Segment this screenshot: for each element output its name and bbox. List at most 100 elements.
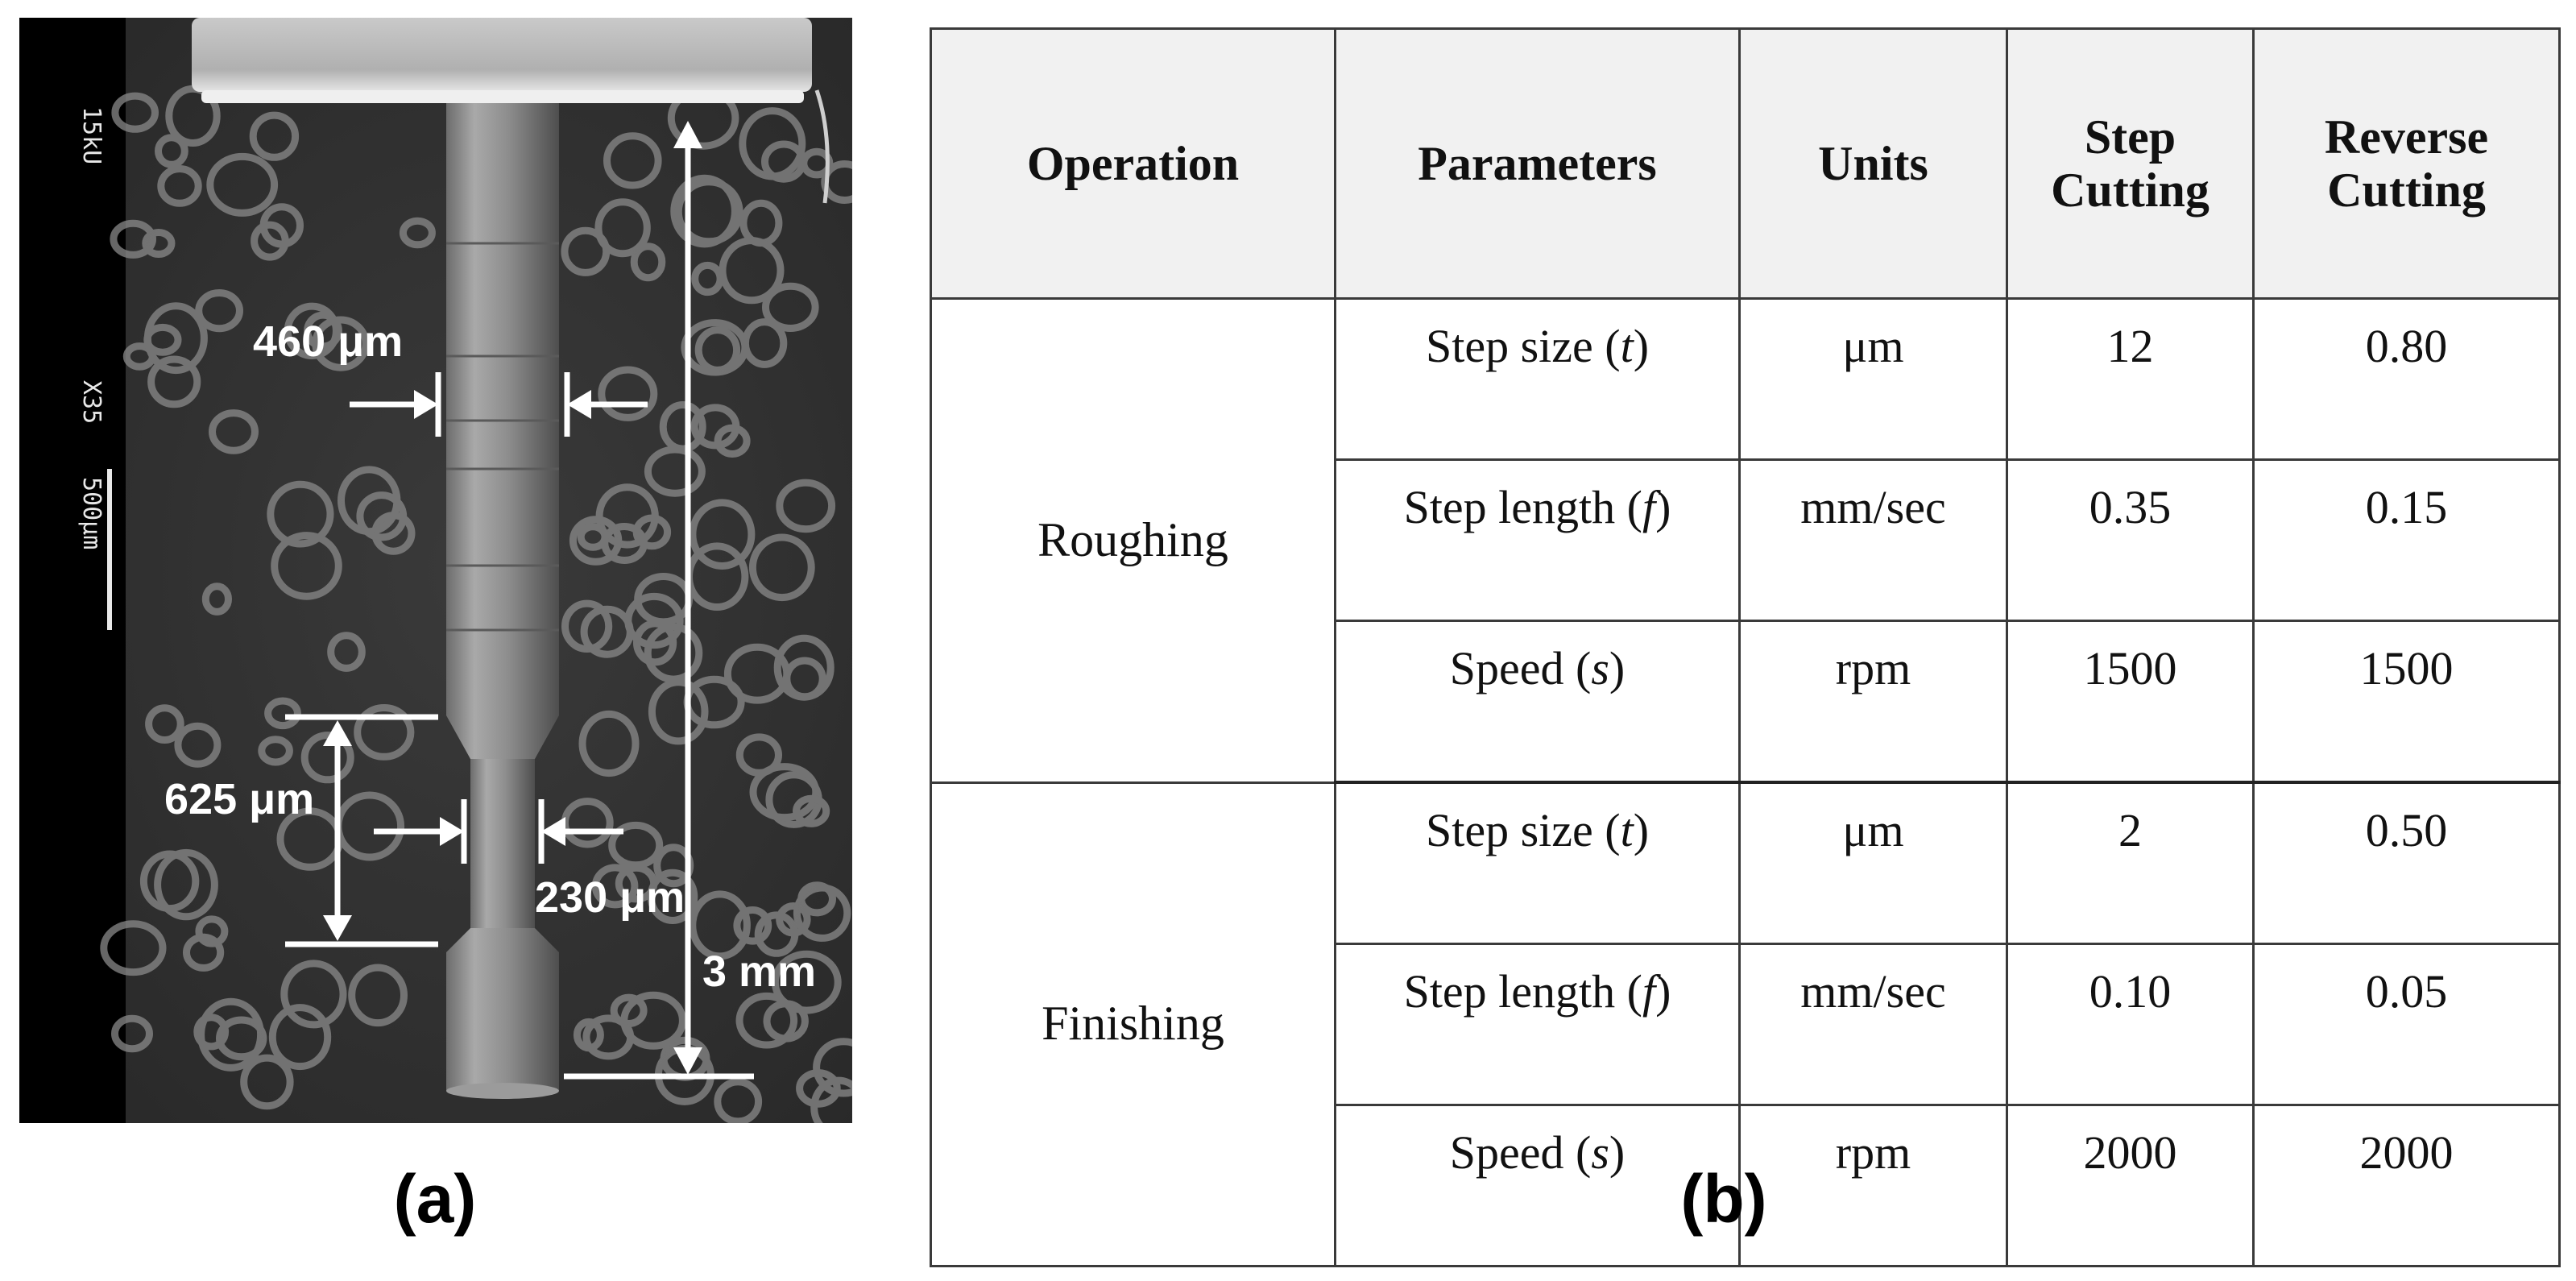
param-cell: Step size (t): [1334, 781, 1741, 945]
texture-ring: [577, 523, 609, 551]
texture-ring: [733, 906, 772, 945]
unit-cell: μm: [1738, 297, 2008, 461]
texture-ring: [821, 160, 852, 204]
texture-ring: [264, 697, 301, 730]
texture-ring: [620, 991, 686, 1050]
texture-ring: [603, 132, 662, 189]
microtool-shaft: [446, 103, 559, 715]
texture-ring: [249, 111, 300, 161]
texture-ring: [195, 915, 229, 947]
reverse-cutting-cell: 0.05: [2252, 943, 2561, 1106]
texture-ring: [193, 1014, 230, 1051]
unit-cell: mm/sec: [1738, 943, 2008, 1106]
texture-ring: [561, 599, 613, 653]
texture-ring: [206, 152, 279, 217]
texture-ring: [348, 964, 408, 1027]
texture-ring: [327, 632, 366, 672]
texture-ring: [714, 424, 751, 458]
texture-ring: [735, 733, 783, 777]
texture-ring: [100, 920, 167, 976]
texture-ring: [209, 409, 259, 454]
operation-finishing: Finishing: [930, 781, 1336, 1267]
param-cell: Step size (t): [1334, 297, 1741, 461]
texture-ring: [111, 92, 159, 133]
texture-ring: [624, 592, 684, 649]
texture-ring: [143, 323, 182, 356]
texture-ring: [771, 950, 842, 1014]
unit-cell: rpm: [1738, 620, 2008, 784]
texture-ring: [280, 960, 347, 1029]
step-cutting-cell: 1500: [2006, 620, 2255, 784]
surface-texture: [100, 85, 852, 1123]
microtool-neck: [470, 759, 535, 928]
caption-a: (a): [393, 1161, 477, 1237]
sem-scale-label: 500μm: [77, 477, 106, 549]
texture-ring: [610, 993, 648, 1028]
texture-ring: [142, 229, 176, 258]
texture-ring: [598, 366, 658, 421]
table-row: Step length (f) mm/sec 0.10 0.05: [931, 943, 2561, 1106]
texture-ring: [719, 237, 785, 305]
texture-ring: [689, 890, 751, 960]
texture-ring: [300, 732, 354, 784]
operation-roughing: Roughing: [930, 297, 1336, 784]
texture-ring: [240, 1054, 294, 1110]
texture-ring: [595, 483, 659, 549]
texture-ring: [155, 134, 188, 168]
texture-ring: [690, 404, 740, 450]
texture-ring: [783, 657, 826, 701]
table-row: Speed (s) rpm 2000 2000: [931, 1104, 2561, 1267]
texture-ring: [147, 355, 201, 408]
texture-ring: [754, 911, 799, 957]
texture-ring: [399, 217, 436, 249]
texture-ring: [259, 203, 304, 248]
tool-head: [192, 18, 812, 92]
reverse-cutting-cell: 0.80: [2252, 297, 2561, 461]
texture-ring: [154, 848, 218, 921]
sem-micrograph: 15kU X35 500μm: [19, 18, 852, 1123]
caption-b: (b): [1680, 1161, 1767, 1237]
texture-ring: [591, 864, 639, 909]
table-row: Step length (f) mm/sec 0.35 0.15: [931, 458, 2561, 622]
texture-ring: [714, 1078, 763, 1123]
texture-ring: [674, 178, 743, 246]
step-cutting-cell: 0.35: [2006, 458, 2255, 622]
texture-ring: [216, 1016, 267, 1061]
label-230-um: 230 μm: [535, 873, 685, 922]
texture-ring: [689, 499, 756, 570]
texture-ring: [748, 533, 815, 602]
texture-ring: [630, 243, 666, 282]
texture-ring: [268, 1004, 332, 1071]
texture-ring: [797, 881, 836, 917]
texture-ring: [183, 933, 225, 972]
step-cutting-cell: 2000: [2006, 1104, 2255, 1267]
texture-ring: [312, 316, 370, 371]
texture-ring: [739, 107, 806, 180]
unit-cell: rpm: [1738, 1104, 2008, 1267]
texture-ring: [813, 1038, 852, 1097]
texture-ring: [110, 219, 156, 259]
texture-ring: [271, 532, 342, 600]
reverse-cutting-cell: 2000: [2252, 1104, 2561, 1267]
texture-ring: [165, 85, 221, 147]
label-625-um: 625 μm: [164, 775, 314, 823]
reverse-cutting-cell: 0.15: [2252, 458, 2561, 622]
texture-ring: [594, 198, 651, 258]
header-operation: Operation: [930, 27, 1336, 300]
reverse-cutting-cell: 1500: [2252, 620, 2561, 784]
texture-ring: [201, 582, 232, 616]
texture-ring: [776, 479, 836, 533]
texture-ring: [174, 722, 222, 768]
param-cell: Step length (f): [1334, 943, 1741, 1106]
texture-ring: [356, 491, 408, 541]
microtool-tip: [446, 952, 559, 1091]
table-row: Roughing Step size (t) μm 12 0.80: [930, 297, 2561, 784]
label-3-mm: 3 mm: [702, 947, 816, 996]
step-cutting-cell: 2: [2006, 781, 2255, 945]
texture-ring: [145, 704, 184, 744]
sem-voltage: 15kU: [77, 106, 106, 164]
